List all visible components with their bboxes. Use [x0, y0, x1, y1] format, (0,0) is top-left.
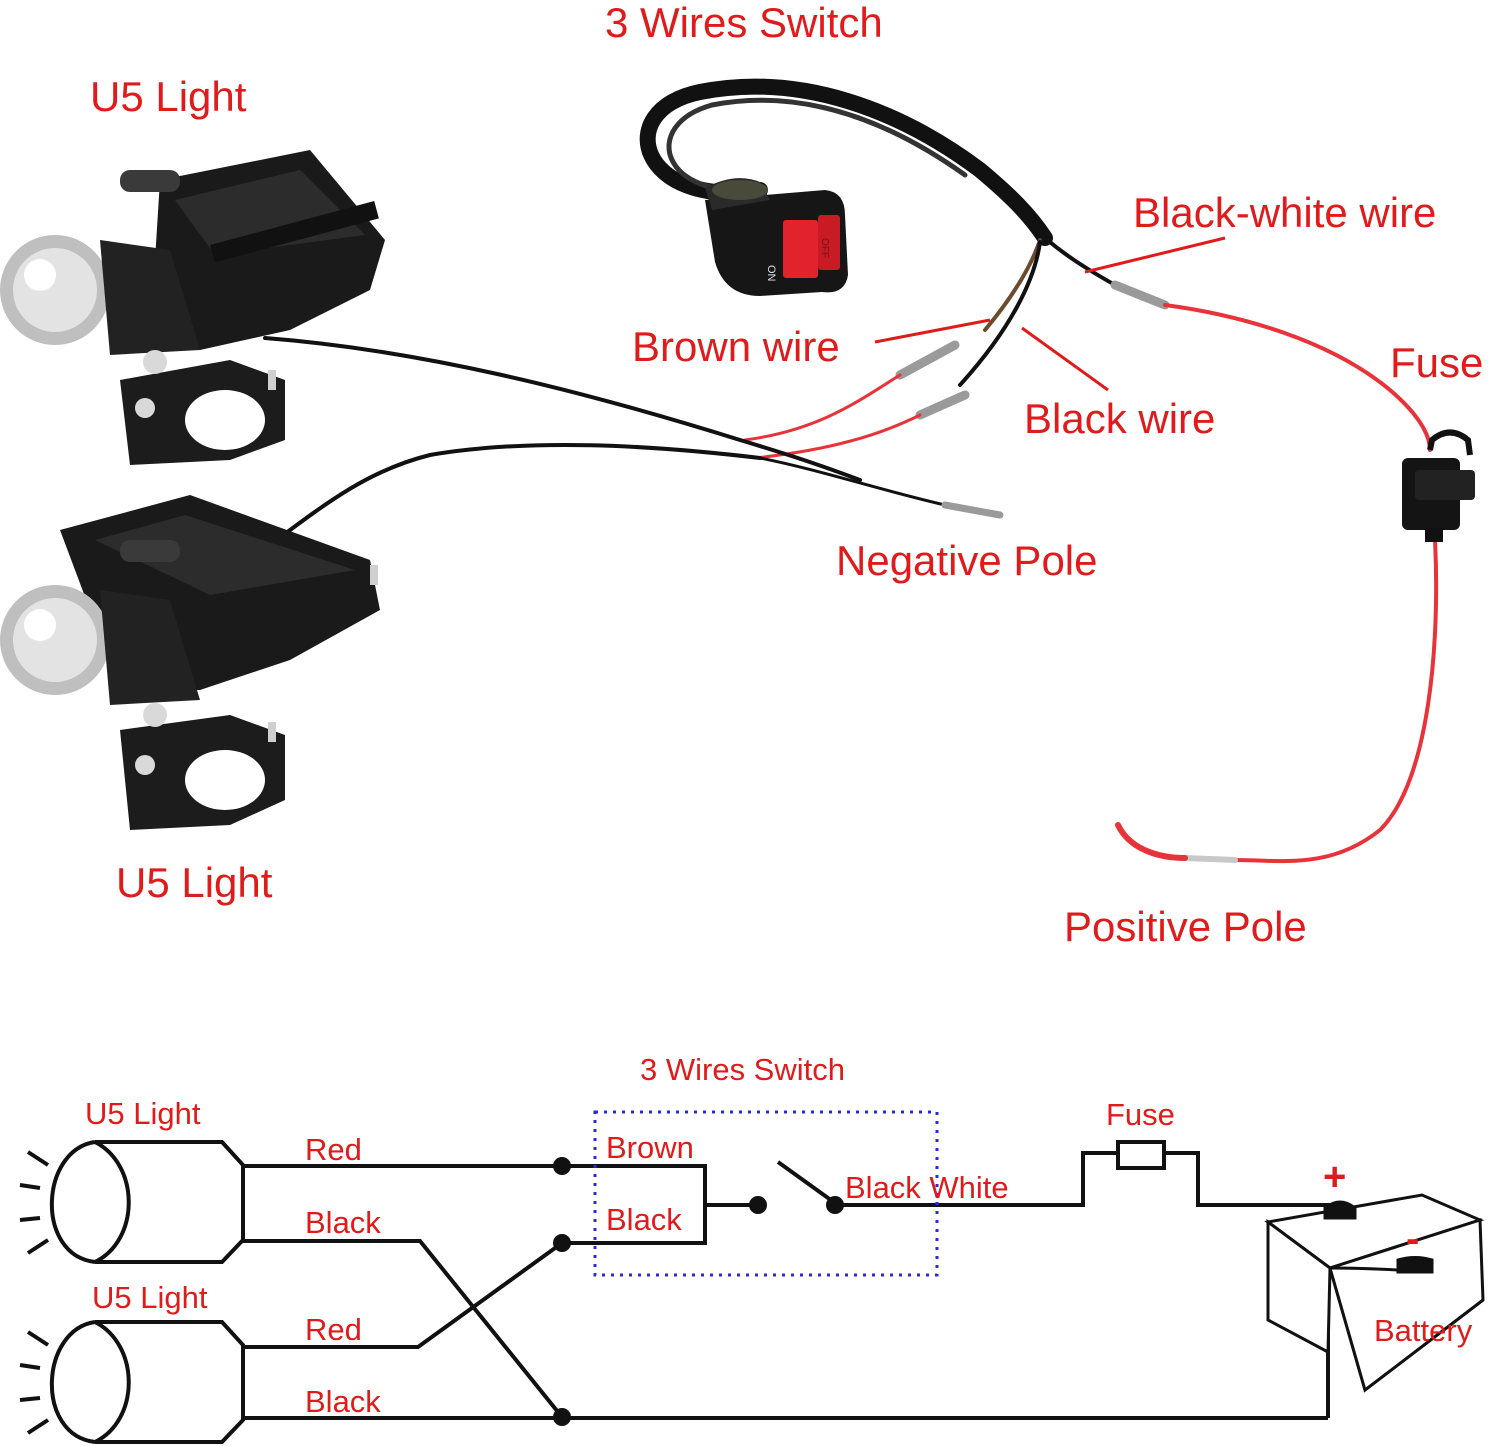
switch-box: [593, 1110, 939, 1277]
wire-red-1-label: Red: [305, 1132, 362, 1167]
u5-light-top-label: U5 Light: [90, 73, 247, 120]
lamp-symbol-2: [19, 1320, 245, 1444]
label-pointers: [874, 236, 1226, 392]
switch-button-off: [818, 215, 840, 270]
black-wire-label: Black wire: [1024, 395, 1216, 442]
wire-black-1-label: Black: [305, 1205, 381, 1240]
wire-black-white-label: Black White: [845, 1170, 1009, 1205]
schematic-fuse-label: Fuse: [1106, 1097, 1175, 1132]
switch-contact-right: [826, 1196, 844, 1214]
u5-light-top: [0, 150, 385, 465]
wire-red-2-label: Red: [305, 1312, 362, 1347]
battery-symbol: [1264, 1193, 1485, 1393]
positive-pole-label: Positive Pole: [1064, 903, 1307, 950]
black-white-wire-label: Black-white wire: [1133, 189, 1437, 236]
fuse-symbol: [1116, 1140, 1166, 1170]
switch-wires: [263, 236, 1439, 864]
switch-housing: ON OFF: [705, 178, 848, 296]
photo-section: ON OFF: [0, 78, 1475, 864]
battery-plus-label: +: [1323, 1155, 1346, 1199]
switch-on-text: ON: [765, 265, 777, 282]
battery-label: Battery: [1374, 1313, 1473, 1348]
junction-dots: [553, 1157, 844, 1426]
u5-light-bottom: [0, 495, 380, 830]
u5-light-bottom-label: U5 Light: [116, 859, 273, 906]
schematic-light-2-label: U5 Light: [92, 1280, 208, 1315]
schematic-section: 3 Wires Switch U5 Light U5 Light Red Bla…: [19, 1052, 1485, 1444]
battery-minus-label: -: [1406, 1217, 1419, 1261]
brown-wire-label: Brown wire: [632, 323, 840, 370]
wire-black-label: Black: [606, 1202, 682, 1237]
switch-cable: [639, 78, 1053, 246]
switch-title-label: 3 Wires Switch: [605, 0, 883, 46]
schematic-light-1-label: U5 Light: [85, 1096, 201, 1131]
wire-brown-label: Brown: [606, 1130, 694, 1165]
switch-contact-left: [749, 1196, 767, 1214]
fuse-label: Fuse: [1390, 339, 1484, 386]
switch-button-on: [783, 220, 818, 278]
schematic-wires: [243, 1151, 1340, 1420]
schematic-switch-title: 3 Wires Switch: [640, 1052, 845, 1087]
lamp-symbol-1: [19, 1140, 245, 1264]
wire-black-2-label: Black: [305, 1384, 381, 1419]
switch-off-text: OFF: [819, 238, 830, 258]
negative-pole-label: Negative Pole: [836, 537, 1098, 584]
fuse-holder: [1402, 429, 1475, 542]
